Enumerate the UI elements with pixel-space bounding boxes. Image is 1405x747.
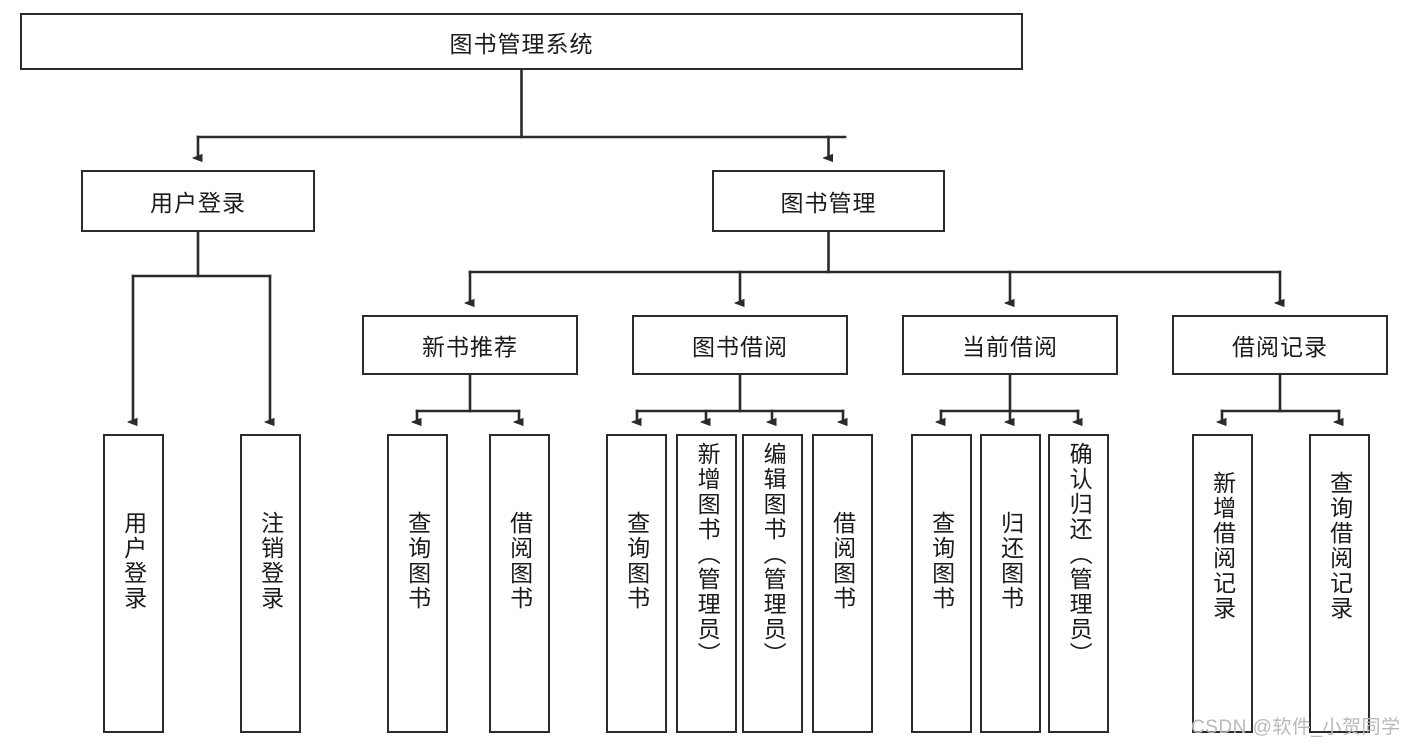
node-label: 新书推荐 xyxy=(422,334,518,360)
node-new-book-recommend[interactable]: 新书推荐 xyxy=(362,315,578,375)
node-book-management[interactable]: 图书管理 xyxy=(712,170,945,232)
node-label: 图书管理系统 xyxy=(449,30,594,57)
node-label: 用户登录 xyxy=(120,511,147,611)
node-root-book-management-system[interactable]: 图书管理系统 xyxy=(20,13,1023,70)
node-label: 查询图书 xyxy=(928,511,955,611)
node-label: 编辑图书（管理员） xyxy=(760,442,787,667)
node-label: 借阅图书 xyxy=(829,511,856,611)
node-borrow-records[interactable]: 借阅记录 xyxy=(1172,315,1388,375)
leaf-return-books[interactable]: 归还图书 xyxy=(980,434,1041,733)
node-label: 用户登录 xyxy=(150,190,246,216)
node-label: 注销登录 xyxy=(257,511,284,611)
node-book-borrow[interactable]: 图书借阅 xyxy=(632,315,848,375)
leaf-user-login[interactable]: 用户登录 xyxy=(103,434,164,733)
node-label: 确认归还（管理员） xyxy=(1066,442,1093,667)
leaf-add-book-admin[interactable]: 新增图书（管理员） xyxy=(676,434,737,733)
node-label: 当前借阅 xyxy=(962,334,1058,360)
leaf-query-borrow-record[interactable]: 查询借阅记录 xyxy=(1309,434,1370,733)
leaf-query-books-borrow[interactable]: 查询图书 xyxy=(606,434,667,733)
node-current-borrow[interactable]: 当前借阅 xyxy=(902,315,1118,375)
leaf-add-borrow-record[interactable]: 新增借阅记录 xyxy=(1192,434,1253,733)
node-label: 新增借阅记录 xyxy=(1209,471,1236,621)
node-label: 查询图书 xyxy=(623,511,650,611)
node-label: 图书管理 xyxy=(780,190,877,216)
node-label: 归还图书 xyxy=(997,511,1024,611)
leaf-query-books-current[interactable]: 查询图书 xyxy=(911,434,972,733)
csdn-watermark: CSDN @软件_小贺同学 xyxy=(1191,717,1401,738)
leaf-borrow-books-recommend[interactable]: 借阅图书 xyxy=(489,434,550,733)
leaf-borrow-books[interactable]: 借阅图书 xyxy=(812,434,873,733)
node-label: 借阅记录 xyxy=(1232,334,1328,360)
node-label: 查询借阅记录 xyxy=(1326,471,1353,621)
leaf-query-books-recommend[interactable]: 查询图书 xyxy=(387,434,448,733)
node-label: 借阅图书 xyxy=(506,511,533,611)
node-user-login[interactable]: 用户登录 xyxy=(81,170,315,232)
leaf-confirm-return-admin[interactable]: 确认归还（管理员） xyxy=(1048,434,1109,733)
leaf-edit-book-admin[interactable]: 编辑图书（管理员） xyxy=(742,434,803,733)
node-label: 图书借阅 xyxy=(692,334,788,360)
node-label: 新增图书（管理员） xyxy=(694,442,721,667)
node-label: 查询图书 xyxy=(404,511,431,611)
leaf-logout[interactable]: 注销登录 xyxy=(240,434,301,733)
